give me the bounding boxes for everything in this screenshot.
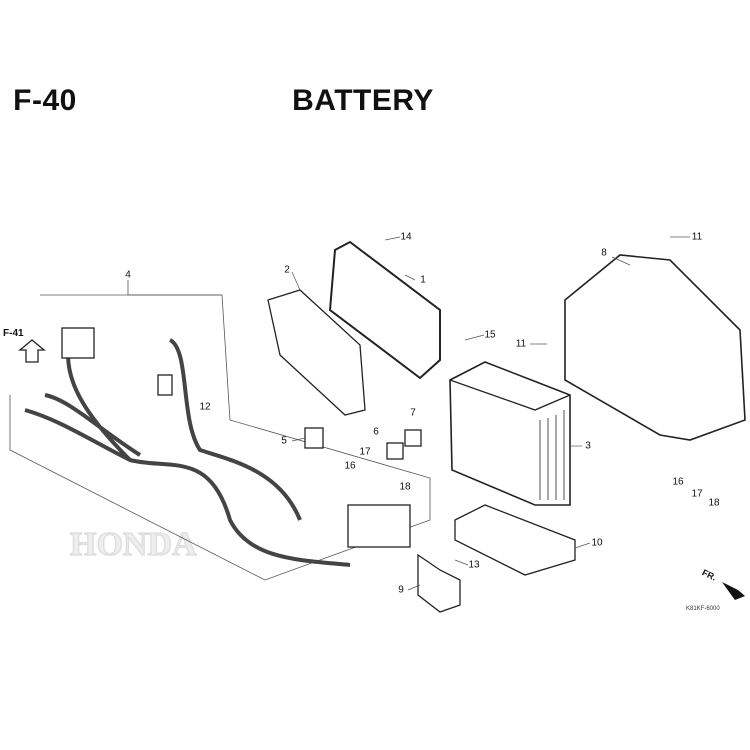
callout-11[interactable]: 11 xyxy=(515,338,527,350)
callout-15[interactable]: 15 xyxy=(484,329,496,341)
fuse-box xyxy=(347,504,411,548)
front-direction-arrow xyxy=(722,582,745,600)
bracket xyxy=(417,553,461,613)
callout-10[interactable]: 10 xyxy=(591,537,603,549)
callout-16[interactable]: 16 xyxy=(672,476,684,488)
callout-4[interactable]: 4 xyxy=(125,269,131,281)
callout-7[interactable]: 7 xyxy=(410,407,416,419)
callout-14[interactable]: 14 xyxy=(400,231,412,243)
callout-18[interactable]: 18 xyxy=(708,497,720,509)
battery-cover xyxy=(564,254,746,441)
battery-tray xyxy=(454,504,576,576)
callout-2[interactable]: 2 xyxy=(284,264,290,276)
callout-9[interactable]: 9 xyxy=(398,584,404,596)
honda-watermark: HONDA xyxy=(70,526,197,563)
battery xyxy=(449,361,571,506)
callout-5[interactable]: 5 xyxy=(281,435,287,447)
callout-8[interactable]: 8 xyxy=(601,247,607,259)
reference-f41: F-41 xyxy=(3,328,24,339)
callout-11[interactable]: 11 xyxy=(691,231,703,243)
battery-case-holder xyxy=(328,240,441,380)
callout-18[interactable]: 18 xyxy=(399,481,411,493)
callout-3[interactable]: 3 xyxy=(585,440,591,452)
figure-number: F-40 xyxy=(13,84,77,117)
callout-17[interactable]: 17 xyxy=(359,446,371,458)
wire-harness xyxy=(24,338,351,567)
reference-arrow-icon xyxy=(18,339,46,363)
page-title: BATTERY xyxy=(292,84,434,117)
connector-main xyxy=(61,327,95,359)
callout-1[interactable]: 1 xyxy=(420,274,426,286)
callout-17[interactable]: 17 xyxy=(691,488,703,500)
callout-13[interactable]: 13 xyxy=(468,559,480,571)
callout-6[interactable]: 6 xyxy=(373,426,379,438)
callout-16[interactable]: 16 xyxy=(344,460,356,472)
diagram-code: K81KF-6000 xyxy=(686,606,720,612)
callout-12[interactable]: 12 xyxy=(199,401,211,413)
